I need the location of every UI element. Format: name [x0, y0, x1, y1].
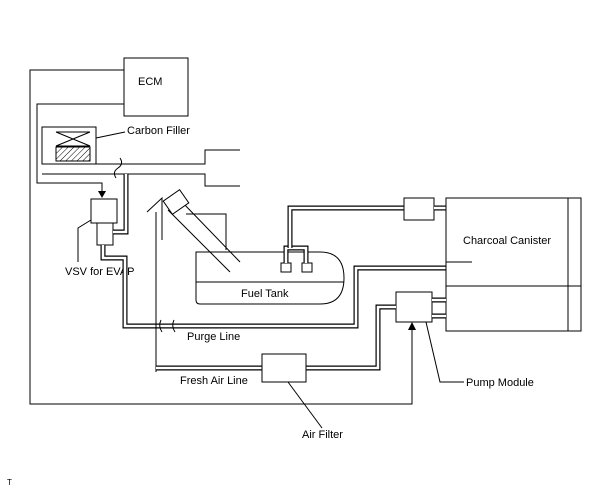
purge-line-inner: [101, 245, 446, 328]
pump-arrow: [408, 322, 416, 330]
carbon-filler-x: [55, 131, 91, 147]
air-filter-label: Air Filter: [302, 429, 343, 441]
fresh-air-line: [306, 304, 396, 371]
vent-valve-1: [280, 262, 292, 273]
vent-valve-box: [403, 197, 435, 221]
corner-mark: T: [7, 478, 12, 487]
pump-module-leader: [425, 321, 464, 383]
charcoal-canister: [445, 197, 582, 332]
pump-to-canister: [432, 297, 446, 319]
vsv-label: VSV for EVAP: [65, 266, 135, 278]
air-filter-leader: [287, 381, 323, 429]
vent-to-canister: [287, 205, 404, 248]
intake-bottom: [42, 173, 240, 187]
vsv-leader: [77, 219, 92, 262]
carbon-filler-core: [55, 146, 91, 162]
filler-pipe: [167, 201, 241, 273]
ecm-vsv-wire: [36, 103, 124, 192]
purge-break-2: [172, 319, 176, 333]
fresh-air-line-label: Fresh Air Line: [180, 375, 248, 387]
vent-pipe-inner: [284, 246, 308, 263]
connector-squiggle: [113, 157, 123, 179]
purge-break-1: [159, 319, 163, 333]
purge-line-label: Purge Line: [187, 331, 240, 343]
filler-cap: [162, 189, 190, 215]
vsv-arrow: [98, 191, 106, 198]
vsv-body: [90, 198, 118, 224]
ecm-signal-wire: [29, 69, 413, 405]
vsv-base: [96, 222, 114, 246]
ecm-box: [123, 57, 189, 117]
carbon-filler-label: Carbon Filler: [127, 125, 190, 137]
ecm-label: ECM: [138, 76, 162, 88]
pump-to-canister-inner: [432, 298, 446, 318]
fresh-air-line-inner: [306, 305, 396, 370]
pump-module-label: Pump Module: [466, 377, 534, 389]
vent-valve-2: [301, 262, 313, 273]
carbon-filler-leader: [95, 131, 126, 139]
pump-module: [395, 291, 433, 323]
air-filter: [261, 353, 307, 383]
canister-divider: [446, 198, 581, 331]
filler-vent: [186, 213, 227, 250]
purge-line: [100, 245, 446, 329]
filler-neck-outer: [146, 196, 163, 372]
fuel-tank-label: Fuel Tank: [241, 288, 289, 300]
fuel-tank: [195, 251, 345, 305]
vent-to-canister-inner: [288, 206, 404, 248]
vent-pipe: [283, 245, 309, 263]
charcoal-canister-label: Charcoal Canister: [463, 235, 551, 247]
purge-upper-line-inner: [113, 174, 128, 234]
